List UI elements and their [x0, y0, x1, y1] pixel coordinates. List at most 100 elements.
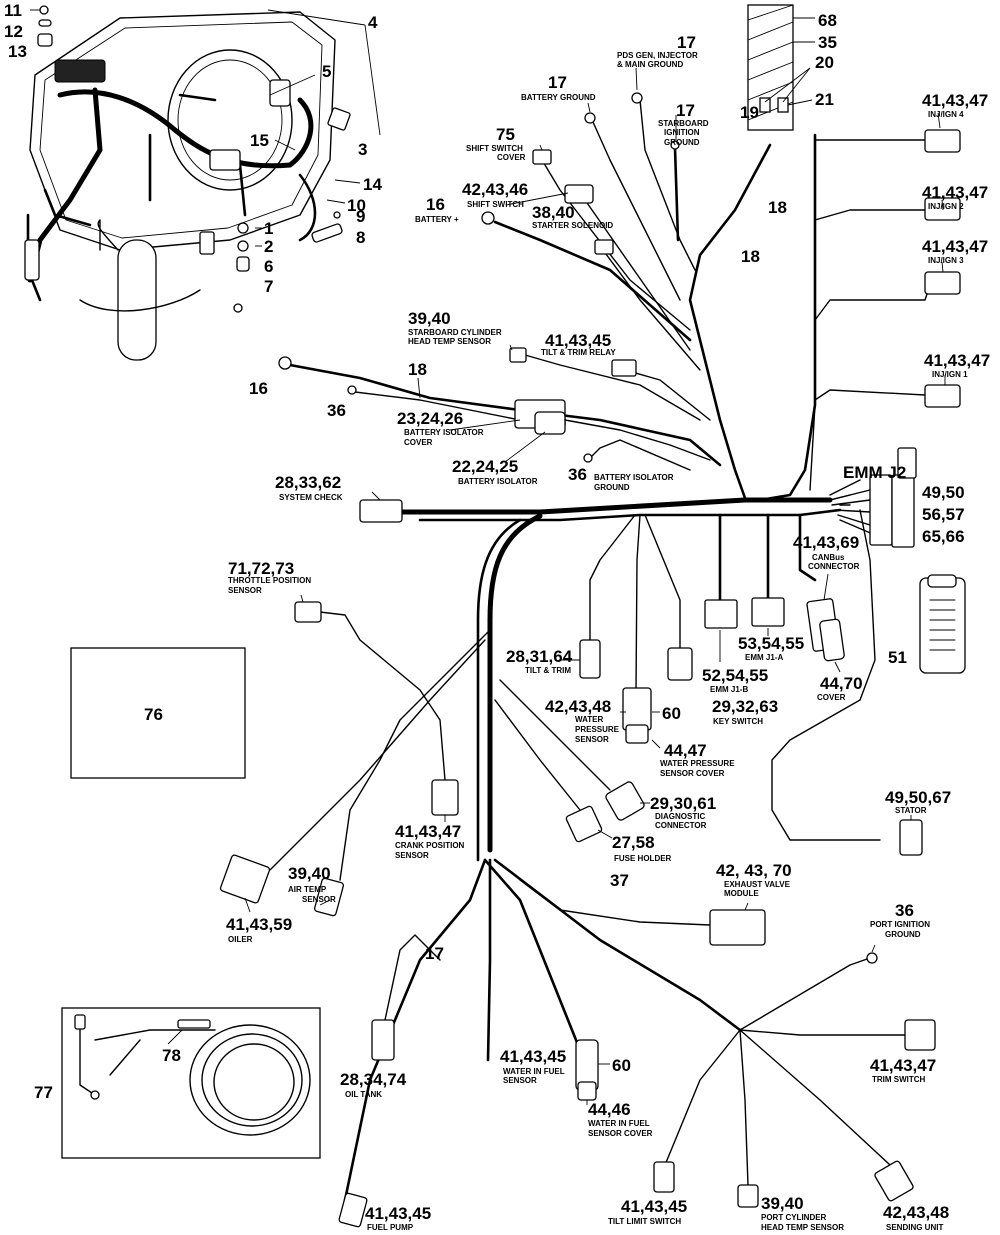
caption-inj3: INJ/IGN 3 — [928, 256, 964, 265]
callout-19: 19 — [740, 103, 759, 122]
caption-fuel-pump: FUEL PUMP — [367, 1223, 414, 1232]
callout-29-30-61: 29,30,61 — [650, 794, 716, 813]
caption-emm-j1a: EMM J1-A — [745, 653, 783, 662]
callout-16-left: 16 — [249, 379, 268, 398]
callout-35: 35 — [818, 33, 837, 52]
ring-terminal-icon — [347, 385, 357, 395]
callout-17-stbd: 17 — [676, 101, 695, 120]
inj-ign-3-connector — [924, 271, 961, 295]
main-harness — [397, 133, 881, 862]
callout-13: 13 — [8, 42, 27, 61]
sending-unit-connector — [874, 1160, 914, 1202]
tilt-limit-switch-connector — [653, 1161, 675, 1193]
callout-28-34-74: 28,34,74 — [340, 1070, 407, 1089]
callout-51: 51 — [888, 648, 907, 667]
callout-39-40-air: 39,40 — [288, 864, 331, 883]
callout-4: 4 — [368, 13, 378, 32]
callout-17-battery-ground: 17 — [548, 73, 567, 92]
ring-terminal-icon — [481, 211, 495, 225]
emm-j1-a-connector — [751, 597, 785, 627]
callout-14: 14 — [363, 175, 382, 194]
callout-52-54-55: 52,54,55 — [702, 666, 768, 685]
callout-38-40: 38,40 — [532, 203, 575, 222]
caption-port-cyl-2: HEAD TEMP SENSOR — [761, 1223, 844, 1232]
caption-inj1: INJ/IGN 1 — [932, 370, 968, 379]
caption-key-switch: KEY SWITCH — [713, 717, 763, 726]
callout-12: 12 — [4, 22, 23, 41]
caption-tps-2: SENSOR — [228, 586, 262, 595]
callout-5: 5 — [322, 62, 331, 81]
inj-ign-1-connector — [924, 384, 961, 408]
label-emm-j2: EMM J2 — [843, 463, 906, 482]
caption-battery-ground: BATTERY GROUND — [521, 93, 596, 102]
caption-inj4: INJ/IGN 4 — [928, 110, 964, 119]
water-pressure-sensor — [622, 687, 652, 731]
callout-41-43-47-trim: 41,43,47 — [870, 1056, 936, 1075]
callout-42-43-48-send: 42,43,48 — [883, 1203, 949, 1222]
ring-terminal-icon — [866, 952, 878, 964]
shift-switch-connector — [564, 184, 594, 204]
caption-canbus-1: CANBus — [812, 553, 845, 562]
callout-inj1: 41,43,47 — [924, 351, 990, 370]
caption-cover: COVER — [817, 693, 846, 702]
caption-wif-cover-2: SENSOR COVER — [588, 1129, 653, 1138]
ring-terminal-icon — [631, 92, 643, 104]
caption-fuse-holder: FUSE HOLDER — [614, 854, 672, 863]
caption-oiler: OILER — [228, 935, 253, 944]
callout-60-wp: 60 — [662, 704, 681, 723]
emm-j2-terminal-block — [919, 574, 966, 674]
caption-pds-1: PDS GEN, INJECTOR — [617, 51, 698, 60]
caption-stbd-cyl-2: HEAD TEMP SENSOR — [408, 337, 491, 346]
callout-inj2: 41,43,47 — [922, 183, 988, 202]
caption-exhaust-2: MODULE — [724, 889, 759, 898]
system-check-connector — [359, 499, 403, 523]
caption-diag-2: CONNECTOR — [655, 821, 707, 830]
emm-j1-b-connector — [704, 599, 738, 629]
caption-wp-cover-1: WATER PRESSURE — [660, 759, 735, 768]
callout-8: 8 — [356, 228, 365, 247]
callout-inj3: 41,43,47 — [922, 237, 988, 256]
callout-28-31-64: 28,31,64 — [506, 647, 573, 666]
callout-36-isolator: 36 — [327, 401, 346, 420]
fuse-holder — [565, 805, 603, 843]
battery-isolator-cover — [534, 411, 566, 435]
callout-11: 11 — [4, 1, 22, 20]
caption-crank-1: CRANK POSITION — [395, 841, 465, 850]
caption-shift-switch: SHIFT SWITCH — [467, 200, 524, 209]
caption-wif-cover-1: WATER IN FUEL — [588, 1119, 650, 1128]
callout-44-70: 44,70 — [820, 674, 863, 693]
callout-21: 21 — [815, 90, 834, 109]
caption-tilt-trim: TILT & TRIM — [525, 666, 571, 675]
callout-44-47: 44,47 — [664, 741, 707, 760]
callout-emm-j2-c: 65,66 — [922, 527, 965, 546]
caption-air-1: AIR TEMP — [288, 885, 327, 894]
callout-78: 78 — [162, 1046, 181, 1065]
shift-switch-cover — [532, 149, 552, 165]
callout-2: 2 — [264, 237, 273, 256]
engine-module-icon — [24, 5, 351, 361]
callout-42-43-48-wp: 42,43,48 — [545, 697, 611, 716]
callout-36-port: 36 — [895, 901, 914, 920]
callout-75: 75 — [496, 125, 515, 144]
callout-37: 37 — [610, 871, 629, 890]
callout-emm-j2-b: 56,57 — [922, 505, 965, 524]
caption-wp-2: PRESSURE — [575, 725, 620, 734]
caption-port-cyl-1: PORT CYLINDER — [761, 1213, 827, 1222]
caption-tps-1: THROTTLE POSITION — [228, 576, 311, 585]
callout-68: 68 — [818, 11, 837, 30]
callout-inj4: 41,43,47 — [922, 91, 988, 110]
caption-stbd-cyl-1: STARBOARD CYLINDER — [408, 328, 502, 337]
caption-diag-1: DIAGNOSTIC — [655, 812, 705, 821]
callout-41-43-45-tilt: 41,43,45 — [545, 331, 611, 350]
inj-ign-4-connector — [924, 129, 961, 153]
callout-42-43-70: 42, 43, 70 — [716, 861, 792, 880]
caption-stbd-ign-1: STARBOARD — [658, 119, 709, 128]
callout-3: 3 — [358, 140, 367, 159]
caption-canbus-2: CONNECTOR — [808, 562, 860, 571]
stbd-head-temp-connector — [509, 347, 527, 363]
ring-terminal-icon — [670, 140, 680, 150]
caption-air-2: SENSOR — [302, 895, 336, 904]
callout-20: 20 — [815, 53, 834, 72]
ring-terminal-icon — [583, 453, 593, 463]
callout-41-43-45-tilt-limit: 41,43,45 — [621, 1197, 687, 1216]
